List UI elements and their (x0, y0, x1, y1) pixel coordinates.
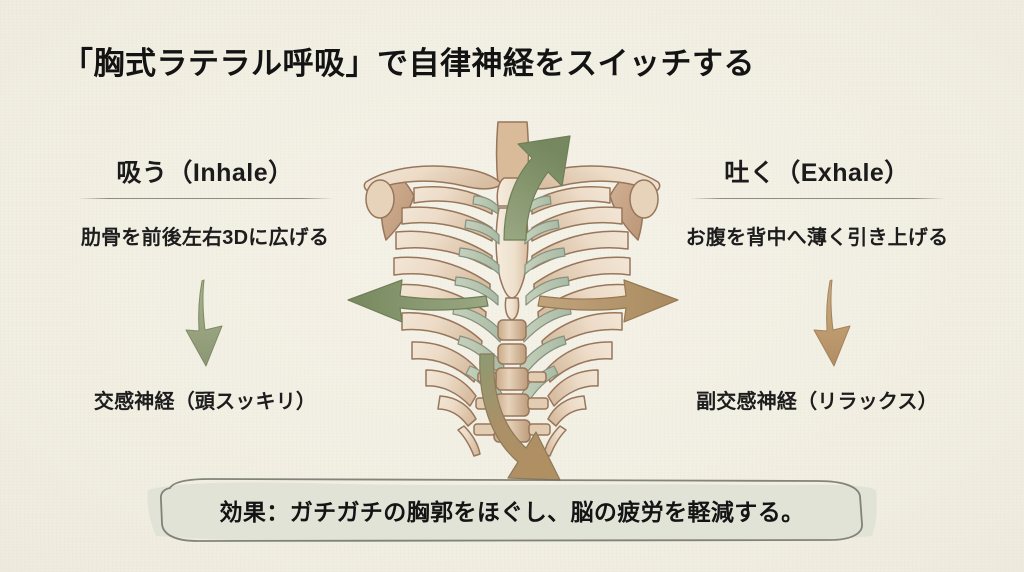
xiphoid-process (504, 297, 520, 321)
rib-right-2 (531, 206, 623, 242)
exhale-detail-text: お腹を背中へ薄く引き上げる (685, 227, 949, 250)
rib-left-1 (413, 186, 493, 215)
exhale-heading: 吐く（Exhale） (724, 159, 910, 187)
inhale-result-text: 交感神経（頭スッキリ） (93, 391, 317, 413)
inhale-down-arrow-icon (172, 278, 242, 368)
effect-banner: 効果：ガチガチの胸郭をほぐし、脳の疲労を軽減する。 (146, 474, 878, 546)
rib-left-2 (401, 206, 493, 242)
sternum-body (495, 207, 529, 299)
exhale-down-arrow-icon (800, 278, 870, 368)
thoracic-spine (495, 121, 530, 185)
rib-left-9 (437, 395, 477, 427)
inhale-divider (77, 198, 333, 200)
inhale-column: 吸う（Inhale） 肋骨を前後左右3Dに広げる (40, 158, 370, 250)
costal-cartilage-left-2 (464, 219, 500, 245)
lumbar-spine (473, 319, 551, 443)
ribcage-anatomy-illustration (352, 104, 672, 484)
exhale-divider (689, 198, 945, 200)
costal-cartilage-left-3 (458, 247, 500, 275)
effect-banner-text: 効果：ガチガチの胸郭をほぐし、脳の疲労を軽減する。 (219, 499, 805, 525)
exhale-result-text: 副交感神経（リラックス） (696, 391, 938, 413)
acromion-right (629, 179, 659, 219)
acromion-left (365, 179, 395, 219)
manubrium (496, 177, 528, 207)
effect-banner-shape (147, 478, 877, 542)
costal-cartilage-right-3 (524, 247, 566, 275)
inhale-heading: 吸う（Inhale） (116, 159, 294, 187)
rib-left-7 (411, 341, 479, 383)
floating-rib-left (457, 425, 481, 457)
rib-left-8 (425, 369, 477, 407)
exhale-column: 吐く（Exhale） お腹を背中へ薄く引き上げる (652, 158, 982, 250)
costal-cartilage-left-1 (472, 195, 499, 215)
inhale-detail-text: 肋骨を前後左右3Dに広げる (80, 227, 330, 250)
page-title: 「胸式ラテラル呼吸」で自律神経をスイッチする (62, 46, 755, 82)
